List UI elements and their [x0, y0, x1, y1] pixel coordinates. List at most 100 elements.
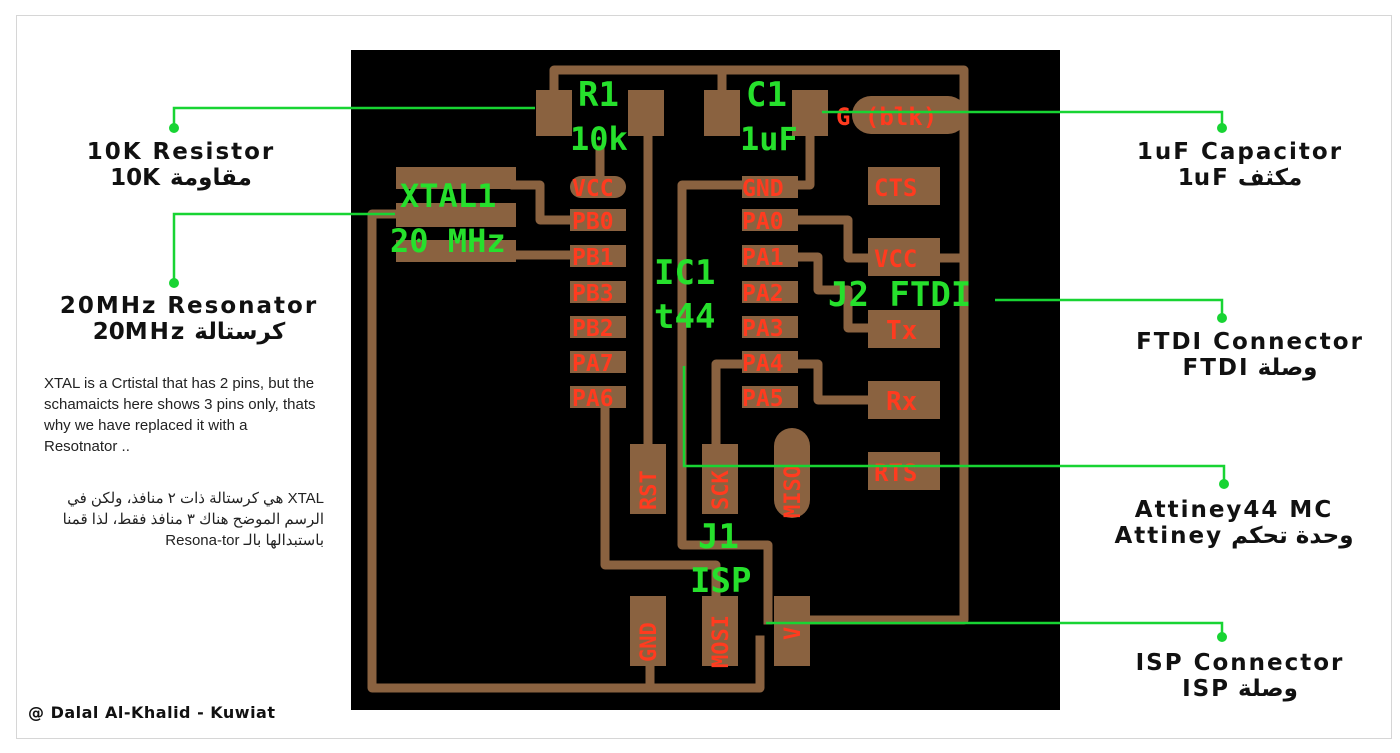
- ic-pad-l5: [570, 316, 626, 338]
- ftdi-pad-g: [852, 96, 967, 134]
- xtal-ref: XTAL1: [400, 177, 496, 215]
- isp-pin-sck: SCK: [709, 470, 734, 510]
- callout-capacitor: [822, 110, 1224, 128]
- ic-right-pin: PA0: [742, 209, 784, 235]
- ic-left-pin: PB0: [572, 209, 614, 235]
- ic-right-pin: PA3: [742, 316, 784, 342]
- label-ftdi-ar: وصلة FTDI: [1182, 355, 1318, 381]
- label-isp-en: ISP Connector: [1135, 650, 1345, 676]
- isp-pad-mosi: [702, 596, 738, 666]
- ftdi-pad-tx: [868, 310, 940, 348]
- ic-pad-r7: [742, 386, 798, 408]
- ftdi-pin-vcc: VCC: [874, 245, 917, 273]
- j2-label: J2 FTDI: [828, 275, 971, 315]
- label-mc-ar: وحدة تحكم Attiney: [1114, 523, 1354, 549]
- ic-value: t44: [654, 297, 715, 337]
- label-ftdi: FTDI Connector وصلة FTDI: [1110, 329, 1390, 381]
- callout-lines: [172, 106, 1226, 637]
- callout-dot: [1217, 123, 1227, 133]
- label-mc: Attiney44 MC وحدة تحكم Attiney: [1094, 497, 1374, 549]
- ic-left-pin: PA7: [572, 351, 614, 377]
- label-resonator-ar: كرستالة 20MHz: [92, 319, 286, 345]
- xtal-pad-bottom: [396, 240, 516, 262]
- label-ftdi-en: FTDI Connector: [1136, 329, 1364, 355]
- label-capacitor-ar: مكثف 1uF: [1177, 165, 1303, 191]
- ic-right-pin: GND: [742, 176, 784, 202]
- ftdi-pad-rx: [868, 381, 940, 419]
- copper-traces: [367, 65, 969, 693]
- author-credit: @ Dalal Al-Khalid - Kuwiat: [28, 703, 276, 722]
- label-capacitor: 1uF Capacitor مكثف 1uF: [1110, 139, 1370, 191]
- ic-pad-r4: [742, 281, 798, 303]
- trace-pa6-mosi: [600, 390, 721, 625]
- ic-pad-l1: [570, 176, 626, 198]
- ic-pad-r3: [742, 245, 798, 267]
- ftdi-pin-tx: Tx: [886, 316, 917, 346]
- trace-pa5-rx: [785, 359, 875, 405]
- trace-top-loop: [549, 65, 969, 263]
- ic-right-pin: PA2: [742, 281, 784, 307]
- c1-ref: C1: [746, 75, 787, 115]
- callout-dot: [169, 278, 179, 288]
- label-resonator-en: 20MHz Resonator: [59, 293, 319, 319]
- label-mc-en: Attiney44 MC: [1134, 497, 1334, 523]
- ftdi-pad-vcc: [868, 238, 940, 276]
- label-resistor-en: 10K Resistor: [86, 139, 276, 165]
- label-isp-ar: وصلة ISP: [1182, 676, 1298, 702]
- callout-dot: [1217, 313, 1227, 323]
- callout-dot: [1217, 632, 1227, 642]
- ftdi-pad-cts: [868, 167, 940, 205]
- trace-bottom-loop: [645, 635, 765, 693]
- ic-pad-r6: [742, 351, 798, 373]
- callout-resistor: [172, 106, 535, 128]
- callout-ftdi: [995, 298, 1224, 318]
- j1-ref: J1: [698, 517, 739, 557]
- isp-pin-miso: MISO: [781, 465, 806, 518]
- ic-left-pin: PB1: [572, 245, 614, 271]
- copper-pads: [396, 90, 967, 666]
- ic-ref: IC1: [654, 253, 715, 293]
- isp-pad-sck: [702, 444, 738, 514]
- note-english: XTAL is a Crtistal that has 2 pins, but …: [44, 375, 316, 455]
- ic-left-pin: PB3: [572, 281, 614, 307]
- ftdi-pin-g: G (blk): [836, 103, 937, 131]
- callout-mc: [682, 366, 1226, 484]
- silkscreen-labels: R1 10k C1 1uF XTAL1 20 MHz IC1 t44 J1 IS…: [390, 75, 971, 601]
- ic-left-pin: PB2: [572, 316, 614, 342]
- trace-ftdi-right: [800, 253, 969, 625]
- c1-pad-left: [704, 90, 740, 136]
- isp-pin-rst: RST: [637, 470, 662, 510]
- ic-pad-r1: [742, 176, 798, 198]
- isp-pad-miso: [774, 428, 810, 518]
- ic-left-pin: VCC: [572, 176, 614, 202]
- r1-ref: R1: [578, 75, 619, 115]
- ic-pad-r2: [742, 209, 798, 231]
- callout-dot: [169, 123, 179, 133]
- ftdi-pin-rts: RTS: [874, 459, 917, 487]
- r1-pad-left: [536, 90, 572, 136]
- ic-pad-l7: [570, 386, 626, 408]
- label-capacitor-en: 1uF Capacitor: [1136, 139, 1344, 165]
- ftdi-pin-cts: CTS: [874, 174, 917, 202]
- ftdi-pin-rx: Rx: [886, 387, 917, 417]
- ic-right-pin: PA4: [742, 351, 784, 377]
- note-arabic: XTAL هي كرستالة ذات ٢ منافذ، ولكن في الر…: [62, 490, 324, 549]
- label-resonator: 20MHz Resonator كرستالة 20MHz: [34, 293, 344, 345]
- c1-value: 1uF: [740, 120, 798, 158]
- trace-pa1-tx: [785, 252, 875, 333]
- callout-dots: [169, 123, 1229, 642]
- ic-right-pin: PA5: [742, 386, 784, 412]
- ic-pad-l6: [570, 351, 626, 373]
- isp-pad-v: [774, 596, 810, 666]
- ic-pad-l3: [570, 245, 626, 267]
- isp-pad-rst: [630, 444, 666, 514]
- trace-pb0-xtal: [510, 180, 580, 225]
- r1-pad-right: [628, 90, 664, 136]
- image-frame: [16, 15, 1392, 739]
- trace-pa0-cts: [785, 215, 875, 263]
- r1-value: 10k: [570, 120, 628, 158]
- xtal-pad-top: [396, 167, 516, 189]
- ftdi-pad-rts: [868, 452, 940, 490]
- callout-resonator: [172, 212, 395, 283]
